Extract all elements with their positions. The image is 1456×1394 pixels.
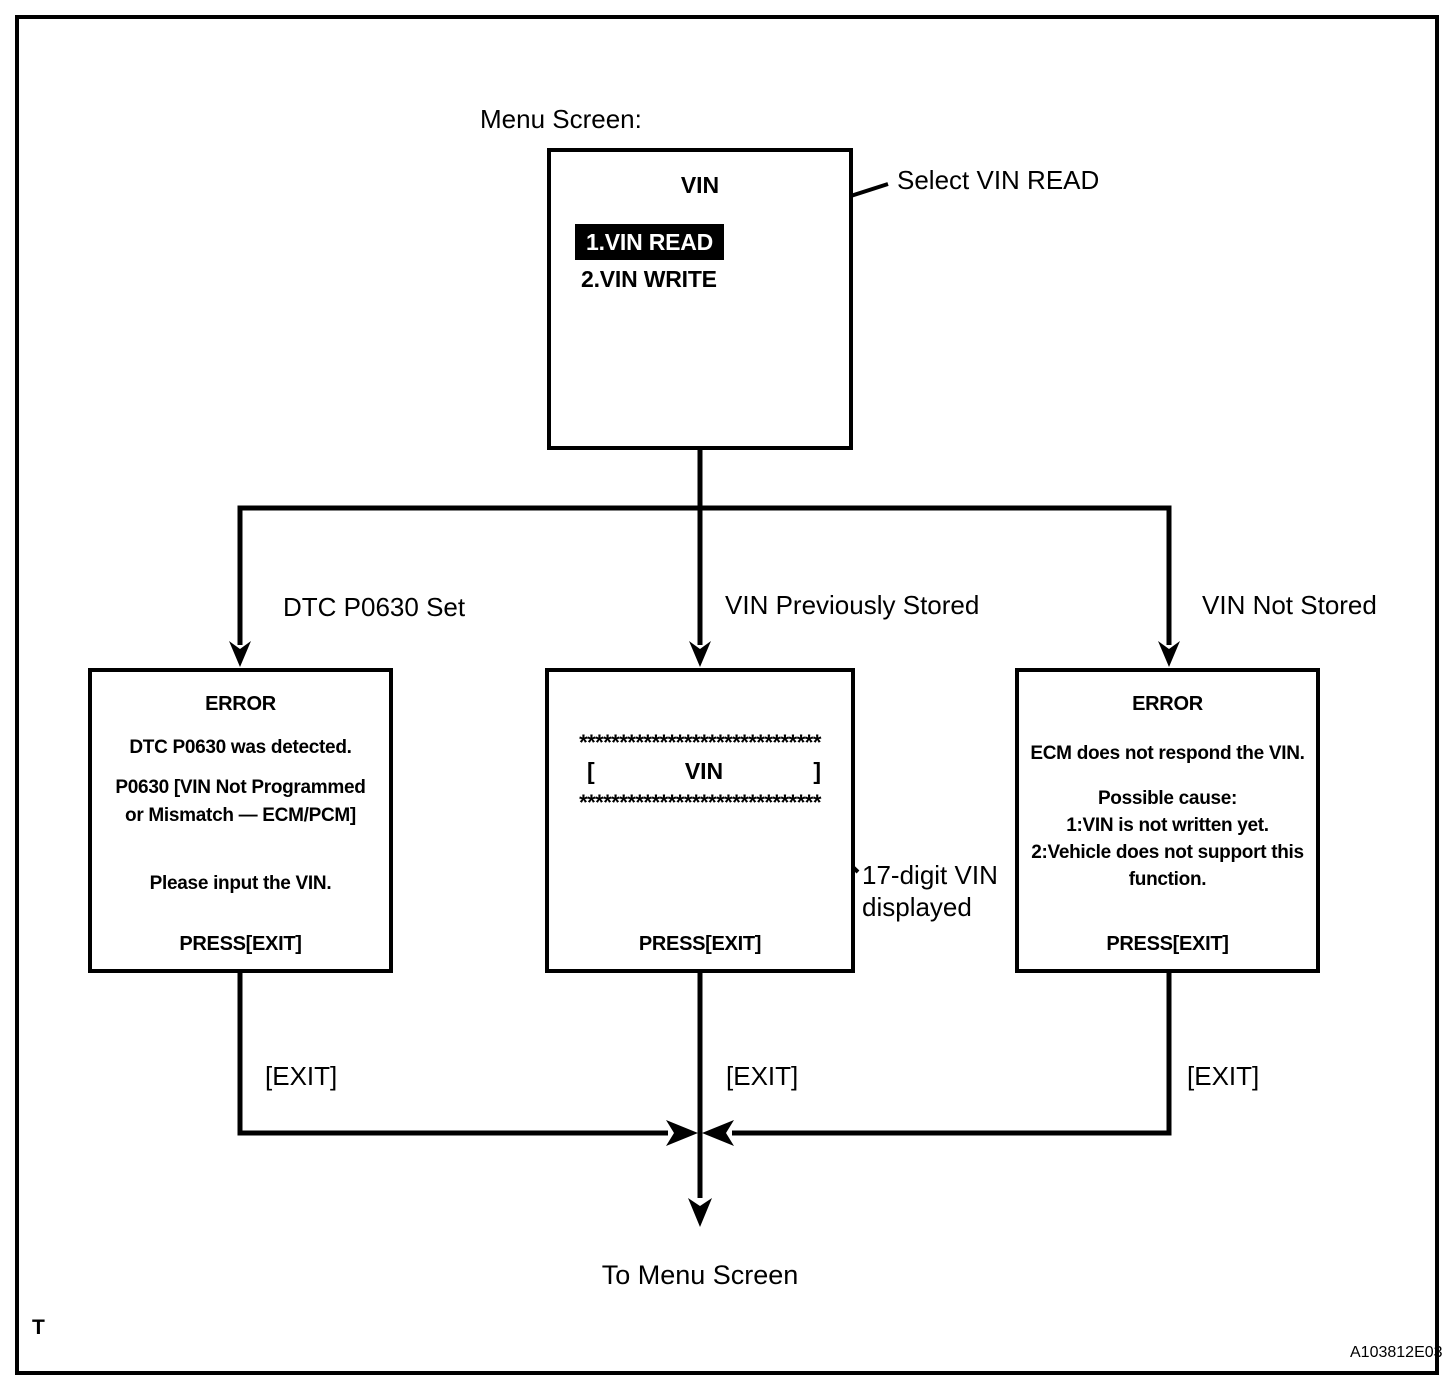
menu-screen-box: VIN 1.VIN READ 2.VIN WRITE [547,148,853,450]
corner-mark-t: T [32,1316,45,1339]
error-text-line: function. [1128,869,1207,890]
exit-label-right: [EXIT] [1187,1061,1260,1091]
arrowhead-mid-box [689,641,711,667]
error-text-line: ECM does not respond the VIN. [1030,743,1305,764]
branch-label-dtc-set: DTC P0630 Set [283,592,466,622]
menu-heading: VIN [680,172,720,198]
error-text-line: P0630 [VIN Not Programmed [115,777,366,798]
branch-label-vin-not-stored: VIN Not Stored [1202,590,1377,620]
arrowhead-left-box [229,641,251,667]
press-exit-text: PRESS[EXIT] [179,933,302,955]
no-response-error-box: ERROR ECM does not respond the VIN. Poss… [1015,668,1320,973]
vin-annotation-line1: 17-digit VIN [862,860,998,890]
arrowhead-converge-left [702,1120,734,1146]
error-title: ERROR [205,693,276,715]
menu-screen-label: Menu Screen: [480,104,642,134]
error-text-line: Possible cause: [1097,788,1238,809]
stars-row-bottom: ****************************** [579,790,821,815]
figure-code: A103812E03 [1350,1344,1443,1361]
stars-row-top: ****************************** [579,730,821,755]
line-exit-right [732,971,1172,1136]
dtc-error-box: ERROR DTC P0630 was detected. P0630 [VIN… [88,668,393,973]
menu-item-vin-read: 1.VIN READ [575,224,725,260]
line-exit-left [237,971,668,1136]
error-text-line: 2:Vehicle does not support this [1031,842,1304,863]
error-text-line: or Mismatch — ECM/PCM] [125,805,356,826]
error-text-line: Please input the VIN. [149,873,332,894]
exit-label-mid: [EXIT] [726,1061,799,1091]
arrowhead-to-menu [688,1198,712,1227]
select-vin-read-label: Select VIN READ [897,165,1100,195]
branch-label-vin-stored: VIN Previously Stored [725,590,980,620]
arrowhead-right-box [1158,641,1180,667]
press-exit-text: PRESS[EXIT] [638,933,762,955]
error-title: ERROR [1132,693,1203,715]
menu-item-vin-write: 2.VIN WRITE [581,266,717,292]
page-border [15,15,1439,1375]
vin-label: VIN [684,758,724,784]
error-text-line: DTC P0630 was detected. [129,737,352,758]
bracket-close: ] [813,758,821,784]
vin-display-box: ****************************** [ VIN ] *… [545,668,855,973]
vin-annotation-line2: displayed [862,892,972,922]
error-text-line: 1:VIN is not written yet. [1066,815,1269,836]
arrowhead-converge-right [666,1120,698,1146]
press-exit-text: PRESS[EXIT] [1106,933,1229,955]
exit-label-left: [EXIT] [265,1061,338,1091]
vin-value-row: [ VIN ] [549,758,851,784]
to-menu-screen-label: To Menu Screen [601,1260,799,1290]
bracket-open: [ [587,758,595,784]
